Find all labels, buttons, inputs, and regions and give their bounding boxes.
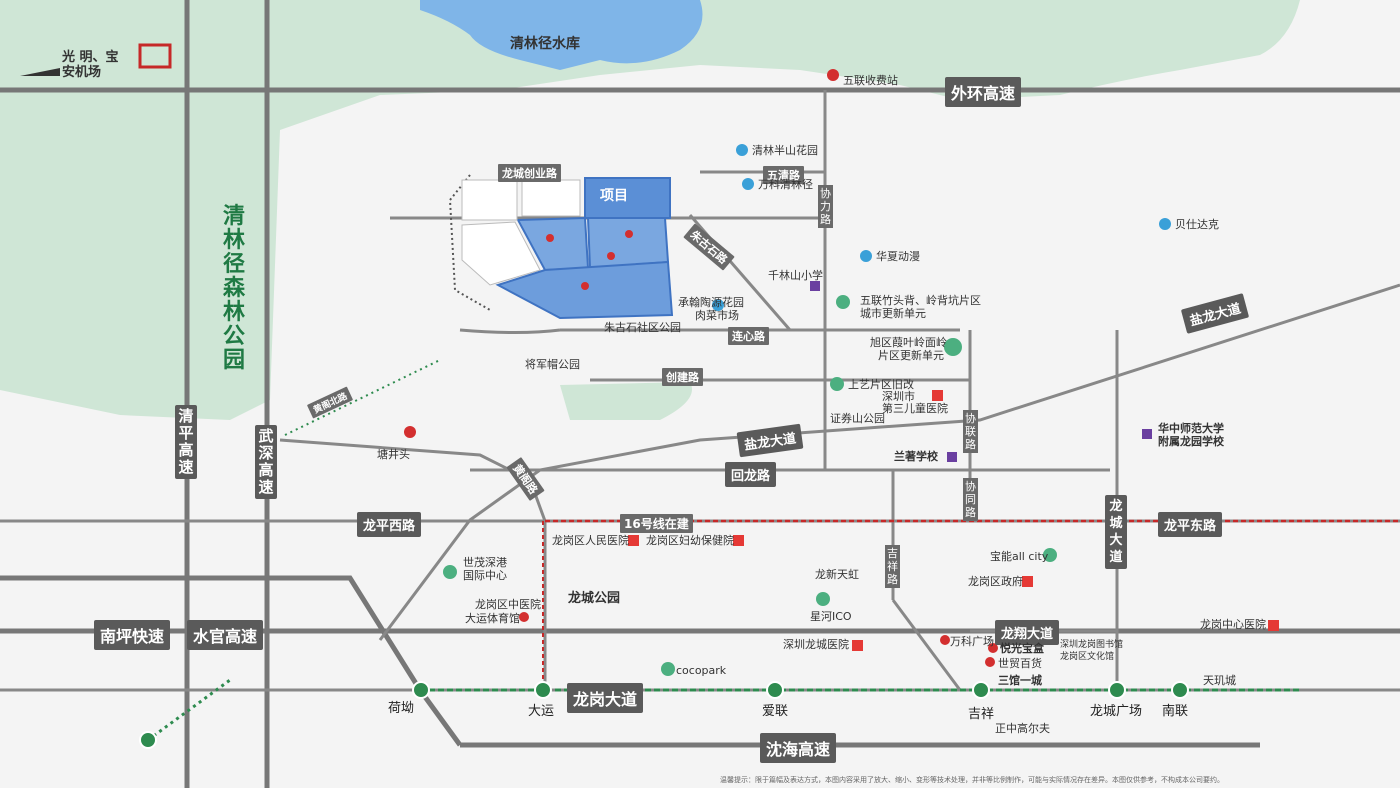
reservoir-label: 清林径水库 bbox=[510, 36, 580, 52]
road-xieli: 协力路 bbox=[818, 185, 833, 228]
wushen-expressway-label: 武深高速 bbox=[255, 425, 277, 499]
poi-cocopark: cocopark bbox=[676, 664, 727, 677]
forest-park-label: 清林径森林公园 bbox=[222, 204, 245, 373]
road-longping-east: 龙平东路 bbox=[1158, 512, 1223, 537]
station-jixiang-icon bbox=[972, 681, 990, 699]
road-longxiang: 龙翔大道 bbox=[995, 620, 1060, 645]
station-west-icon bbox=[139, 731, 157, 749]
metro-line-16-label: 16号线在建 bbox=[620, 514, 693, 533]
outer-ring-expressway-label: 外环高速 bbox=[945, 77, 1022, 107]
poi-qianlinshan-school: 千林山小学 bbox=[768, 269, 823, 282]
poi-lanzhu-school: 兰著学校 bbox=[894, 450, 938, 463]
station-jixiang-label: 吉祥 bbox=[968, 707, 995, 722]
road-xietong: 协同路 bbox=[963, 478, 978, 521]
project-name: 项目 bbox=[600, 188, 628, 204]
poi-icons bbox=[712, 144, 1171, 311]
road-huilong: 回龙路 bbox=[725, 462, 777, 487]
poi-xinghe: 星河ICO bbox=[810, 610, 852, 623]
poi-yueguang: 悦光宝盒 bbox=[1000, 642, 1044, 655]
poi-huaxia: 华夏动漫 bbox=[876, 250, 920, 263]
airport-icon bbox=[20, 68, 60, 76]
poi-district-gov: 龙岗区政府 bbox=[968, 575, 1023, 588]
road-longgang-avenue: 龙岗大道 bbox=[567, 683, 644, 713]
water-station-label: 塘井头 bbox=[377, 448, 410, 461]
poi-people-hospital: 龙岗区人民医院 bbox=[552, 534, 629, 547]
poi-library-2: 龙岗区文化馆 bbox=[1060, 652, 1115, 662]
poi-baoneng: 宝能all city bbox=[990, 550, 1049, 563]
road-chuangjian: 创建路 bbox=[662, 368, 703, 386]
poi-dayun-gym: 大运体育馆 bbox=[465, 612, 520, 625]
road-longcheng-avenue: 龙城大道 bbox=[1105, 495, 1127, 569]
poi-wulian-renewal-1: 五联竹头背、岭背坑片区 bbox=[860, 294, 981, 307]
poi-shimao-1: 世茂深港 bbox=[463, 556, 507, 569]
poi-chenghan: 承翰陶源花园 bbox=[678, 296, 744, 309]
poi-wulian-renewal-2: 城市更新单元 bbox=[860, 307, 926, 320]
reservoir bbox=[420, 0, 703, 70]
station-longchengguangchang-label: 龙城广场 bbox=[1090, 704, 1143, 719]
poi-library-1: 深圳龙岗图书馆 bbox=[1060, 640, 1124, 650]
poi-longxin: 龙新天虹 bbox=[815, 568, 859, 581]
green-patch bbox=[560, 382, 692, 420]
disclaimer-text: 温馨提示：限于篇幅及表达方式，本图内容采用了放大、缩小、变形等技术处理，并非等比… bbox=[720, 776, 1224, 784]
poi-three-halls: 三馆一城 bbox=[998, 674, 1042, 687]
metro-stations bbox=[139, 681, 1189, 749]
poi-golf: 正中高尔夫 bbox=[995, 722, 1050, 735]
road-lianxin: 连心路 bbox=[728, 327, 769, 345]
location-pins bbox=[404, 69, 998, 667]
poi-shimao-store: 世贸百货 bbox=[998, 657, 1042, 670]
poi-wanke-plaza: 万科广场 bbox=[950, 635, 994, 648]
poi-maternal-hospital: 龙岗区妇幼保健院 bbox=[646, 534, 734, 547]
poi-meat-market: 肉菜市场 bbox=[695, 309, 739, 322]
airport-label: 光 明、宝 安机场 bbox=[62, 50, 119, 80]
station-hewao-icon bbox=[412, 681, 430, 699]
poi-zhengquan-park: 证券山公园 bbox=[830, 412, 885, 425]
poi-huazhong-1: 华中师范大学 bbox=[1158, 422, 1224, 435]
station-hewao-label: 荷坳 bbox=[388, 701, 415, 716]
road-jixiang: 吉祥路 bbox=[885, 545, 900, 588]
station-dayun-label: 大运 bbox=[528, 704, 555, 719]
dotted-boundary bbox=[448, 174, 491, 311]
poi-dongxiao-1: 旭区葭叶岭面岭 bbox=[870, 336, 947, 349]
poi-longcheng-hospital: 深圳龙城医院 bbox=[783, 638, 849, 651]
road-xielian: 协联路 bbox=[963, 410, 978, 453]
poi-children-hospital-1: 深圳市 bbox=[882, 390, 915, 403]
road-longcheng-chuangye: 龙城创业路 bbox=[498, 164, 561, 182]
road-wuqing: 五清路 bbox=[763, 166, 804, 184]
station-ailian-icon bbox=[766, 681, 784, 699]
shenhai-expressway-label: 沈海高速 bbox=[760, 733, 837, 763]
poi-tianji: 天玑城 bbox=[1203, 674, 1236, 687]
poi-huazhong-2: 附属龙园学校 bbox=[1158, 435, 1224, 448]
station-ailian-label: 爱联 bbox=[762, 704, 789, 719]
nanping-expressway-label: 南坪快速 bbox=[94, 620, 171, 650]
forest-area bbox=[0, 0, 1300, 420]
qingping-expressway-label: 清平高速 bbox=[175, 405, 197, 479]
park-icons bbox=[443, 295, 1057, 676]
poi-shangyi: 上艺片区旧改 bbox=[848, 378, 914, 391]
poi-tcm-hospital: 龙岗区中医院 bbox=[475, 598, 541, 611]
poi-beishida: 贝仕达克 bbox=[1175, 218, 1219, 231]
poi-qinglin-banshan: 清林半山花园 bbox=[752, 144, 818, 157]
station-dayun-icon bbox=[534, 681, 552, 699]
toll-station-label: 五联收费站 bbox=[843, 74, 898, 87]
school-icons bbox=[810, 281, 1152, 462]
airport-label-line-1: 光 明、宝 bbox=[62, 50, 119, 65]
station-nanlian-label: 南联 bbox=[1162, 704, 1189, 719]
station-nanlian-icon bbox=[1171, 681, 1189, 699]
airport-label-line-2: 安机场 bbox=[62, 65, 102, 80]
poi-jiangjunmao-park: 将军帽公园 bbox=[525, 358, 580, 371]
poi-central-hospital: 龙岗中心医院 bbox=[1200, 618, 1266, 631]
poi-longcheng-park: 龙城公园 bbox=[568, 591, 621, 606]
road-longping-west: 龙平西路 bbox=[357, 512, 422, 537]
poi-wanke-qinglin: 万科清林径 bbox=[758, 178, 813, 191]
poi-shimao-2: 国际中心 bbox=[463, 569, 507, 582]
poi-children-hospital-2: 第三儿童医院 bbox=[882, 402, 948, 415]
station-longchengguangchang-icon bbox=[1108, 681, 1126, 699]
poi-zhugushi-park: 朱古石社区公园 bbox=[604, 321, 681, 334]
hospital-markers bbox=[628, 390, 1279, 651]
poi-dongxiao-2: 片区更新单元 bbox=[878, 349, 944, 362]
shuiguan-expressway-label: 水官高速 bbox=[187, 620, 264, 650]
